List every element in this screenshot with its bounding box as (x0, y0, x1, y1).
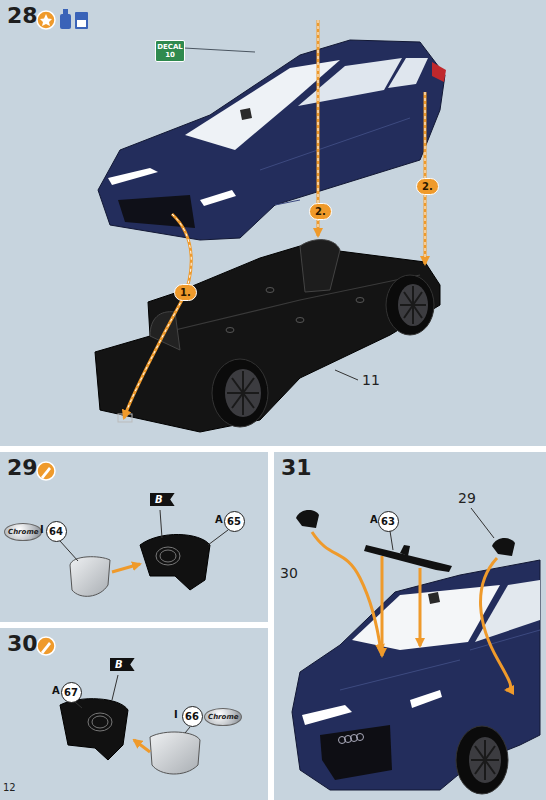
step-number: 31 (281, 455, 312, 481)
part-number-circle: 64 (46, 521, 67, 542)
mirror-parts-29 (60, 510, 228, 596)
part-number-circle: 66 (182, 706, 203, 727)
sprue-letter: A (370, 514, 378, 525)
small-parts-31 (296, 508, 515, 690)
part-number: 30 (280, 565, 298, 581)
sprue-letter: I (40, 524, 44, 535)
car-body (98, 40, 446, 240)
step-number: 29 (7, 455, 38, 481)
paint-chip: Chrome (4, 523, 42, 541)
part-number-circle: 65 (224, 511, 245, 532)
step-panel: 31 63 (274, 452, 546, 800)
sprue-letter: A (52, 685, 60, 696)
paint-chip: Chrome (204, 708, 242, 726)
paint-flag: B (110, 658, 135, 671)
step-number: 30 (7, 631, 38, 657)
order-number: 2. (416, 178, 439, 195)
part-number-circle: 63 (378, 511, 399, 532)
callout-number: 65 (227, 516, 241, 527)
paint-flag: B (150, 493, 175, 506)
mirror-parts-30 (60, 675, 200, 774)
callout-number: 67 (64, 687, 78, 698)
order-number: 2. (309, 203, 332, 220)
decal-badge: DECAL 10 (155, 40, 185, 62)
part-number: 11 (362, 372, 380, 388)
sprue-letter: I (174, 709, 178, 720)
step-panel: 29 64 65 (0, 452, 268, 622)
part-number-circle: 67 (61, 682, 82, 703)
panel-separators (0, 446, 546, 800)
order-number: 1. (174, 284, 197, 301)
chassis (95, 240, 440, 432)
step-panel: 28 (0, 0, 546, 446)
page-number: 12 (3, 782, 16, 793)
step-number: 28 (7, 3, 38, 29)
sprue-letter: A (215, 514, 223, 525)
car-front-31 (292, 560, 540, 794)
callout-number: 66 (185, 711, 199, 722)
part-number: 29 (458, 490, 476, 506)
assembly-arrows-28 (124, 20, 425, 418)
callout-number: 63 (381, 516, 395, 527)
callout-number: 64 (49, 526, 63, 537)
